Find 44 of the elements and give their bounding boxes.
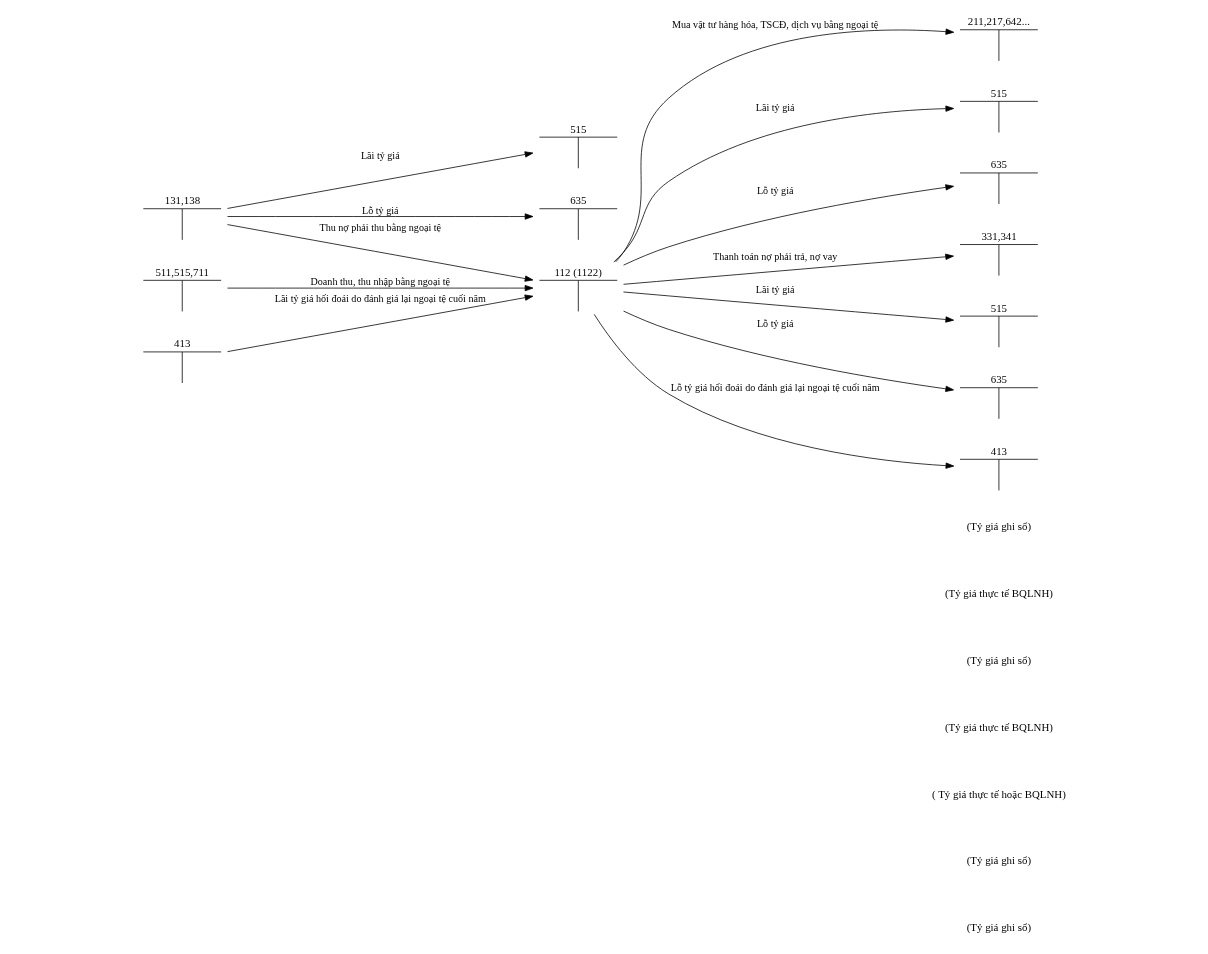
arrow [593, 313, 955, 469]
label: (Tỷ giá thực tế BQLNH) [944, 586, 1053, 599]
node-text: 131,138 [164, 194, 201, 207]
arrow [227, 285, 534, 292]
edge-label: Lỗ tỷ giá [362, 204, 399, 216]
arrow [227, 213, 534, 220]
edge-label: Thu nợ phải thu bằng ngoại tệ [319, 221, 442, 233]
edge-label: Lãi tỷ giá hối đoái do đánh giá lại ngoại tệ cuối năm [274, 293, 486, 305]
node-text: 112 (1122) [554, 265, 602, 278]
edge-label: Thanh toán nợ phải trả, nợ vay [713, 250, 838, 262]
label: (Tỷ giá ghi sổ) [966, 854, 1032, 867]
node-text: 515 [990, 301, 1008, 314]
label: (Tỷ giá ghi sổ) [966, 519, 1032, 532]
arrow [227, 224, 534, 282]
edge-label: Lỗ tỷ giá [756, 185, 794, 197]
arrow [623, 291, 954, 323]
edge-label: Lỗ tỷ giá hối đoái do đánh giá lại ngoại tệ cuối năm [670, 382, 880, 394]
node-text: 413 [174, 337, 191, 350]
label: (Tỷ giá ghi sổ) [966, 921, 1032, 934]
node-text: 413 [990, 444, 1008, 457]
arrow [623, 310, 954, 392]
node-text: 635 [570, 194, 587, 207]
node-text: 331,341 [981, 230, 1017, 243]
label: (Tỷ giá ghi sổ) [966, 653, 1032, 666]
arrow [623, 253, 954, 285]
node-text: 511,515,711 [155, 265, 209, 278]
edge-label: Doanh thu, thu nhập bằng ngoại tệ [310, 276, 451, 288]
label: ( Tỷ giá thực tế hoặc BQLNH) [932, 787, 1066, 800]
edge-label: Lỗ tỷ giá [756, 317, 794, 329]
edge-label: Mua vật tư hàng hóa, TSCĐ, dịch vụ bằng ngoại tệ [672, 18, 879, 30]
arrow [227, 294, 534, 352]
edge-label: Lãi tỷ giá [360, 150, 400, 162]
node-text: 515 [570, 122, 587, 135]
arrow [227, 151, 534, 209]
node-text: 635 [990, 373, 1008, 386]
node-text: 211,217,642... [967, 15, 1030, 28]
arrow [615, 28, 955, 263]
node-text: 515 [990, 86, 1008, 99]
node-text: 635 [990, 158, 1008, 171]
label: (Tỷ giá thực tế BQLNH) [944, 720, 1053, 733]
edge-label: Lãi tỷ giá [755, 102, 795, 113]
arrow [613, 105, 954, 263]
arrow [623, 184, 954, 266]
edge-label: Lãi tỷ giá [755, 284, 795, 296]
